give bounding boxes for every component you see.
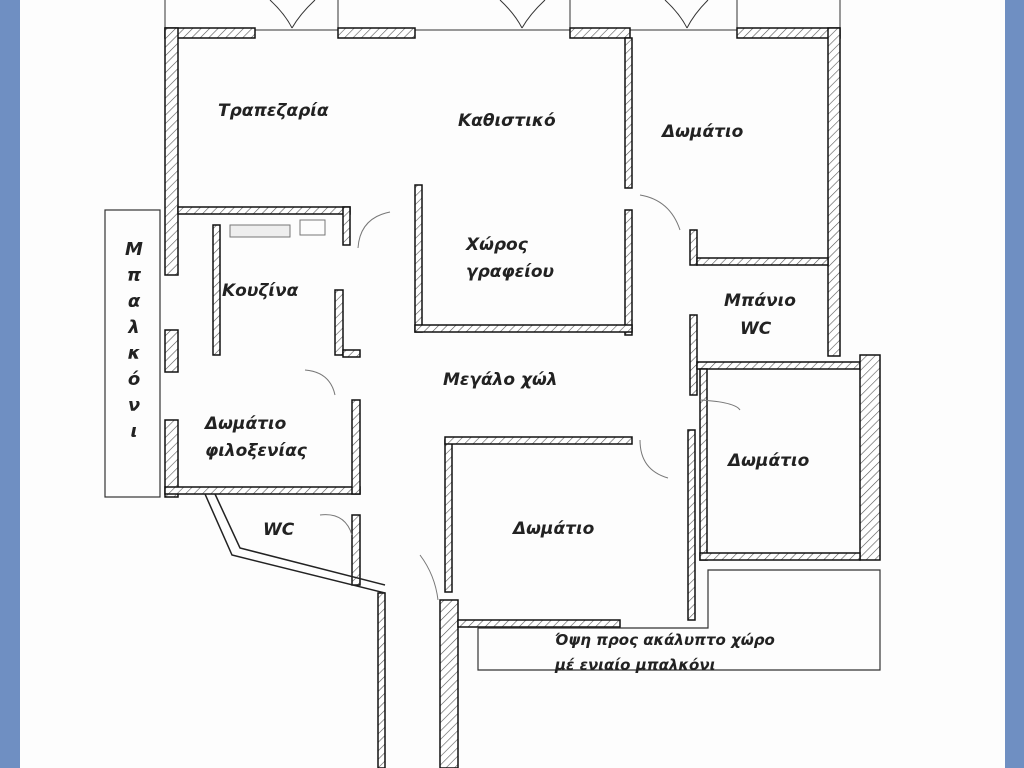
room-label-room-right: Δωμάτιο [728,451,810,471]
balcony-letter: π [126,265,142,286]
note-line-1: Όψη προς ακάλυπτο χώρο [555,631,775,649]
room-label-bath-1: Μπάνιο [724,291,796,311]
top-balcony [164,0,841,31]
room-label-kitchen: Κουζίνα [222,281,299,301]
balcony-left-label: Μ π α λ κ ό ν ι [124,240,144,442]
room-label-hall: Μεγάλο χώλ [443,370,558,390]
room-label-office-1: Χώρος [466,235,528,255]
floor-plan-sheet [20,0,1005,768]
room-label-guest-2: φιλοξενίας [205,441,307,461]
balconies [104,209,881,671]
room-label-guest-1: Δωμάτιο [205,414,287,434]
walls [164,27,881,768]
room-label-wc: WC [263,520,295,540]
balcony-letter: κ [127,343,141,364]
room-label-room-lower: Δωμάτιο [513,519,595,539]
room-label-bath-2: WC [740,319,772,339]
room-label-living: Καθιστικό [458,111,556,131]
balcony-letter: ό [127,369,141,390]
balcony-letter: ν [127,395,141,416]
balcony-letter: λ [128,317,140,338]
note-line-2: μέ ενιαίο μπαλκόνι [555,656,716,674]
door-swings [229,194,741,601]
room-label-room-top-right: Δωμάτιο [662,122,744,142]
balcony-letter: α [127,291,141,312]
room-label-dining: Τραπεζαρία [218,101,329,121]
balcony-letter: Μ [125,239,143,260]
room-label-office-2: γραφείου [466,262,554,282]
balcony-letter: ι [130,421,138,442]
wc-diagonal-wall [204,493,386,594]
